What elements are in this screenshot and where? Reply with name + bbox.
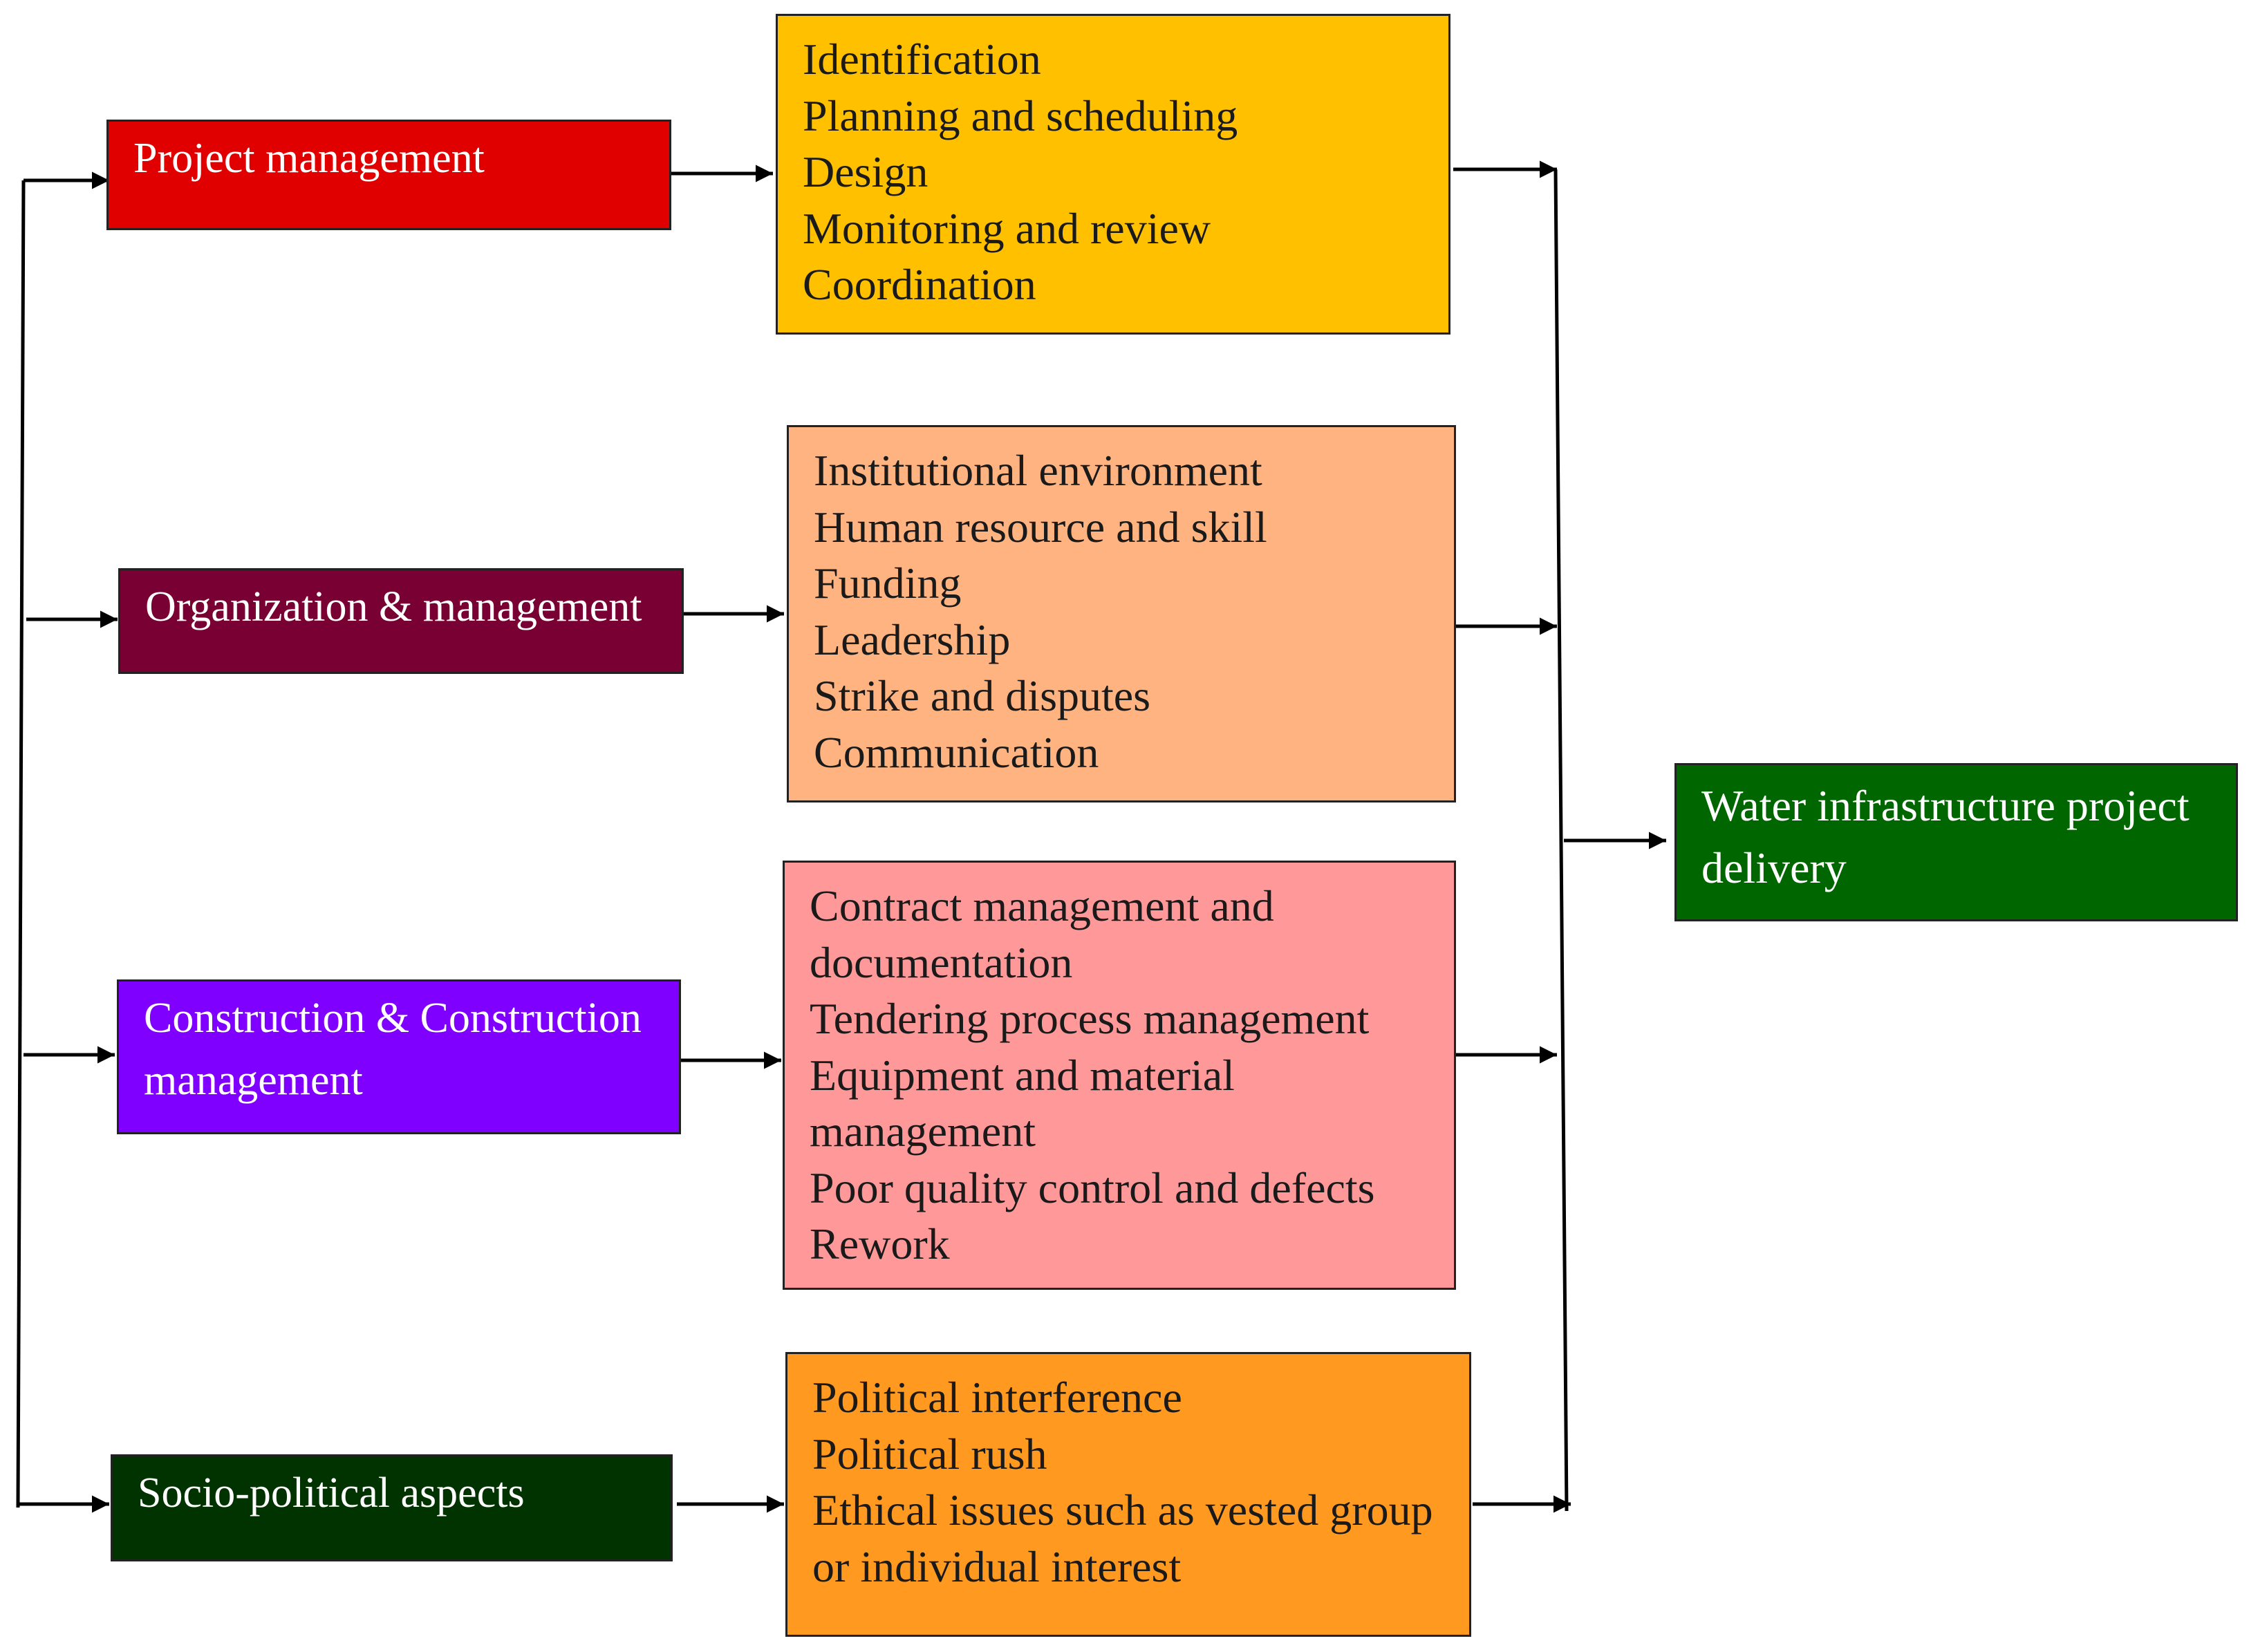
factor-item: Funding [814,559,962,608]
outcome-label: delivery [1701,843,1847,892]
factor-group-organization-management: Institutional environment Human resource… [787,425,1456,802]
factor-item: Equipment and material [810,1050,1235,1100]
category-label: Construction & Construction [144,995,642,1042]
factor-item: Strike and disputes [814,671,1151,720]
left-bus-line [16,180,26,1508]
factor-group-project-management: Identification Planning and scheduling D… [776,14,1450,335]
factor-item: Ethical issues such as vested group [812,1485,1433,1534]
category-label: management [144,1057,363,1104]
factor-item: Political interference [812,1373,1182,1422]
factor-item: Planning and scheduling [803,91,1238,140]
outcome-water-infrastructure-delivery: Water infrastructure project delivery [1674,763,2238,921]
category-organization-management: Organization & management [118,568,684,674]
category-socio-political-aspects: Socio-political aspects [111,1454,673,1561]
outcome-label: Water infrastructure project [1701,781,2190,830]
factor-item: or individual interest [812,1541,1182,1591]
factor-group-socio-political-aspects: Political interference Political rush Et… [785,1352,1471,1637]
factor-item: Design [803,147,928,196]
right-bus-line [1553,169,1569,1512]
category-project-management: Project management [106,120,671,230]
category-label: Project management [133,135,485,182]
factor-item: Institutional environment [814,446,1262,495]
category-label: Socio-political aspects [138,1470,525,1517]
factor-item: management [810,1107,1036,1156]
factor-item: Contract management and [810,881,1274,930]
factor-item: Rework [810,1219,950,1268]
factor-item: Political rush [812,1429,1047,1479]
factor-group-construction-management: Contract management and documentation Te… [783,861,1456,1290]
factor-item: Poor quality control and defects [810,1163,1375,1212]
factor-item: Tendering process management [810,994,1370,1043]
factor-item: Coordination [803,260,1036,309]
factor-item: Monitoring and review [803,203,1211,253]
category-construction-management: Construction & Construction management [117,979,681,1134]
factor-item: Identification [803,35,1041,84]
factor-item: documentation [810,937,1073,987]
factor-item: Leadership [814,614,1011,664]
category-label: Organization & management [145,583,642,630]
factor-item: Communication [814,727,1099,777]
factor-item: Human resource and skill [814,502,1267,552]
